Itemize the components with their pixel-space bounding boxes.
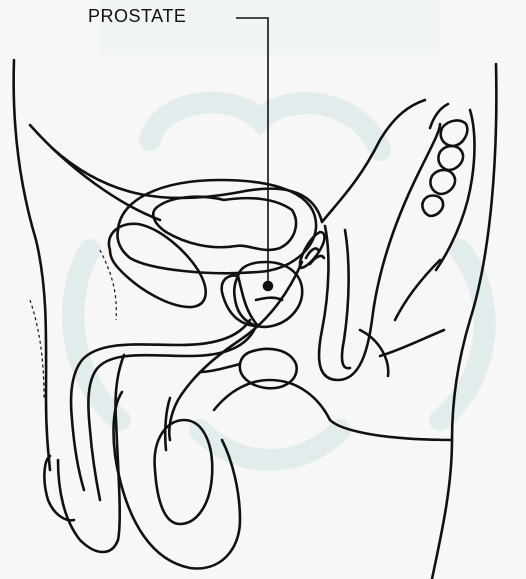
rectum [319,124,440,380]
pubic-bone [109,224,206,307]
peritoneum-line [52,100,425,222]
perineum-line [214,380,452,440]
urethra [71,320,250,490]
sacrum-segment [441,121,468,146]
scrotum [114,392,241,568]
bladder-lumen [153,197,296,250]
abdomen-outline [14,60,50,470]
label-leader-line [236,18,268,282]
prostate-label: PROSTATE [88,6,186,27]
testis [155,420,213,524]
